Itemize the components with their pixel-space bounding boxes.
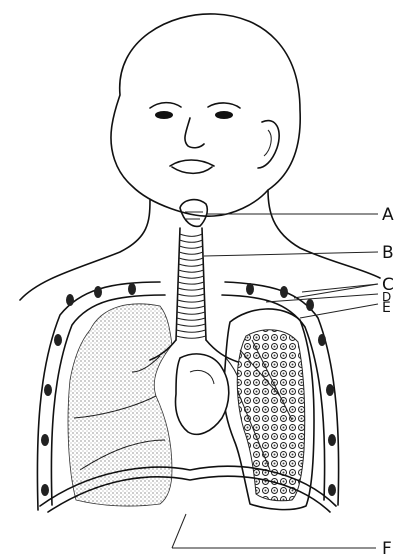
trachea-ring (179, 252, 203, 254)
rib-bead (41, 484, 49, 496)
rib-bead (246, 283, 254, 295)
trachea-ring (177, 318, 205, 320)
rib-bead (54, 334, 62, 346)
trachea-ring (179, 270, 204, 272)
trachea-ring (178, 288, 204, 290)
trachea-ring (177, 306, 204, 308)
heart (176, 354, 229, 434)
trachea-ring (178, 276, 203, 278)
rib-bead (328, 434, 336, 446)
trachea-ring (176, 330, 205, 332)
label-group: A B C D E F (382, 205, 394, 559)
rib-bead (328, 484, 336, 496)
rib-bead (280, 286, 288, 298)
trachea-ring (177, 312, 205, 314)
rib-bead (41, 434, 49, 446)
head-outline (111, 14, 300, 216)
label-b: B (382, 243, 394, 263)
rib-bead (44, 384, 52, 396)
rib-bead (128, 283, 136, 295)
trachea (176, 228, 206, 340)
left-lung (223, 309, 314, 510)
trachea-ring (180, 234, 202, 236)
trachea-ring (179, 246, 202, 248)
trachea-ring (177, 300, 204, 302)
trachea-ring (178, 294, 205, 296)
rib-bead (318, 334, 326, 346)
rib-bead (326, 384, 334, 396)
rib-bead (66, 294, 74, 306)
label-e: E (382, 300, 391, 316)
trachea-ring (177, 324, 206, 326)
trachea-ring (180, 240, 203, 242)
label-f: F (382, 539, 392, 559)
trachea-ring (179, 264, 204, 266)
trachea-ring (176, 336, 206, 338)
trachea-ring (179, 258, 203, 260)
trachea-ring (178, 282, 204, 284)
label-a: A (382, 205, 394, 225)
right-lung (68, 304, 172, 506)
rib-bead (306, 299, 314, 311)
rib-bead (94, 286, 102, 298)
